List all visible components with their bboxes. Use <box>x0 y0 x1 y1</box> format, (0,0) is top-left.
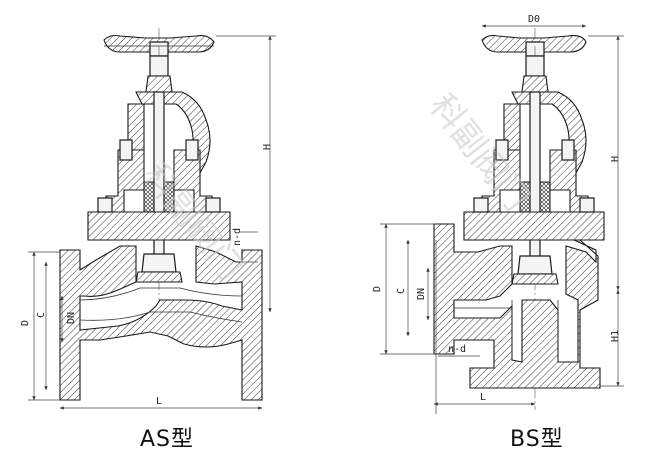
bs-dim-dn: DN <box>416 288 427 300</box>
bs-dimensions <box>380 35 624 414</box>
bs-dim-h: H <box>610 156 621 162</box>
bs-dim-c: C <box>396 288 407 294</box>
bs-yoke-top <box>521 55 549 93</box>
bs-dim-l: L <box>480 392 486 403</box>
as-dim-h: H <box>262 144 273 150</box>
caption-bs: BS型 <box>510 427 564 452</box>
as-bonnet <box>87 139 231 241</box>
bs-dim-d0: D0 <box>528 14 540 25</box>
as-dim-dn: DN <box>66 312 77 324</box>
bs-disc <box>511 255 559 285</box>
bs-dim-h1: H1 <box>610 330 621 342</box>
as-dim-l: L <box>156 396 162 407</box>
as-valve: D C DN L H n-d <box>20 28 276 410</box>
bs-dim-d: D <box>372 286 383 292</box>
as-dimensions <box>28 35 276 410</box>
bs-stem <box>529 91 541 279</box>
caption-as: AS型 <box>140 427 194 452</box>
bs-valve: D0 <box>372 14 624 414</box>
bs-bonnet <box>463 139 605 241</box>
as-dim-d: D <box>20 320 31 326</box>
bs-dim-nd: n-d <box>448 344 466 355</box>
as-body <box>59 245 263 401</box>
as-dim-c: C <box>36 312 47 318</box>
as-dim-nd: n-d <box>232 228 243 246</box>
as-disc <box>135 253 183 283</box>
bs-body <box>433 223 601 389</box>
as-yoke-top <box>145 55 173 93</box>
